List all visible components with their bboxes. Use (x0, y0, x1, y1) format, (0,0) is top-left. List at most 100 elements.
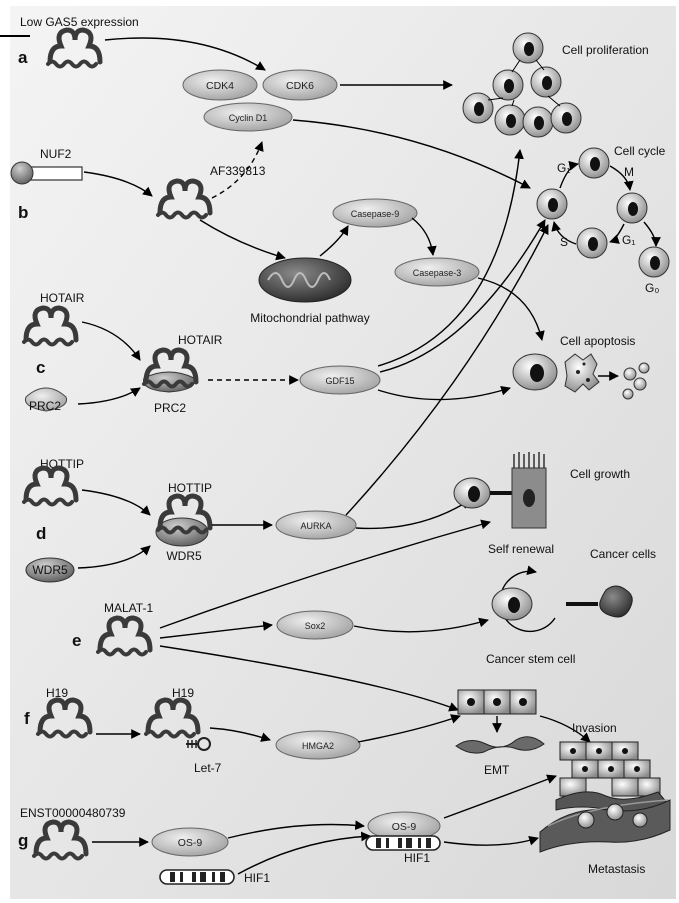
arrow-emt-invasion (539, 715, 591, 743)
casepase3-node: Casepase-3 (394, 257, 480, 287)
arrow-malat1-emt (159, 645, 459, 712)
hotair-complex-label: HOTAIR (178, 333, 223, 347)
cancer-stem-cell-label: Cancer stem cell (486, 652, 575, 666)
arrow-gdf15-cycle (379, 219, 546, 373)
aurka-label: AURKA (300, 521, 331, 531)
self-renewal-label: Self renewal (488, 542, 554, 556)
casepase9-node: Casepase-9 (332, 198, 418, 228)
arrow-hmga2-emt (357, 714, 461, 743)
cyclin-d1-label: Cyclin D1 (229, 113, 268, 123)
enst-label: ENST00000480739 (20, 806, 126, 820)
cell-cycle-label: Cell cycle (614, 144, 666, 158)
arrow-sox2-stem (353, 617, 489, 633)
hif1-left-label: HIF1 (244, 871, 270, 885)
cdk4-node: CDK4 (182, 69, 258, 101)
arrow-cyclin-cycle (292, 119, 531, 189)
mitochondrion-icon (258, 257, 352, 303)
arrow-nuf2-af (83, 171, 153, 197)
hotair-prc2-complex-icon (144, 350, 196, 393)
cell-growth-label: Cell growth (570, 467, 630, 481)
arrow-casp9-casp3 (411, 217, 437, 256)
mitochondrial-pathway-label: Mitochondrial pathway (250, 311, 369, 325)
sox2-label: Sox2 (305, 621, 326, 631)
arrow-os9-complex (227, 820, 365, 839)
hottip-wdr5-complex-icon (155, 496, 210, 547)
af339813-label: AF339813 (210, 164, 266, 178)
metastasis-icon (539, 799, 671, 853)
proliferation-label: Cell proliferation (562, 43, 649, 57)
arrow-gas5-cdk (104, 37, 266, 71)
panel-a-letter: a (18, 48, 28, 67)
panel-d-letter: d (36, 524, 46, 543)
os9-node: OS-9 (151, 827, 229, 857)
panel-b-letter: b (18, 203, 28, 222)
malat1-label: MALAT-1 (104, 601, 153, 615)
hottip-complex-label: HOTTIP (168, 481, 212, 495)
cdk6-node: CDK6 (262, 69, 338, 101)
prc2-protein-icon: PRC2 (24, 387, 68, 413)
cancer-stem-cell-icon (491, 565, 633, 633)
nuf2-protein-icon (10, 161, 83, 185)
s-phase-label: S (560, 235, 568, 249)
prc2-left-label: PRC2 (29, 399, 61, 413)
gdf15-label: GDF15 (325, 376, 354, 386)
gdf15-node: GDF15 (299, 365, 381, 395)
invasion-icon (555, 741, 669, 814)
os9-hif1-complex-icon: OS-9 (365, 811, 441, 851)
invasion-label: Invasion (572, 721, 617, 735)
prc2-complex-label: PRC2 (154, 401, 186, 415)
panel-a-title: Low GAS5 expression (20, 15, 139, 29)
g0-label: G₀ (645, 281, 659, 295)
arrow-mito-casp9 (319, 225, 349, 257)
arrow-prc2-complex (77, 387, 141, 405)
os9-complex-label: OS-9 (392, 821, 417, 833)
hif1-chromosome-left-icon (159, 869, 235, 885)
proliferation-cells-icon (462, 32, 582, 138)
arrow-malat1-growth (159, 519, 491, 629)
apoptosis-cells-icon (512, 353, 650, 400)
arrow-gdf15-apoptosis (377, 385, 511, 401)
cyclin-d1-node: Cyclin D1 (203, 102, 293, 132)
h19-complex-label: H19 (172, 686, 194, 700)
h19-label: H19 (46, 686, 68, 700)
panel-e-letter: e (72, 631, 81, 650)
panel-c-letter: c (36, 358, 45, 377)
cell-growth-icon (453, 452, 547, 529)
cell-cycle-icon (536, 147, 670, 278)
panel-g-letter: g (18, 831, 28, 850)
arrow-af-cyclin (211, 141, 264, 199)
arrow-hif1-complex (237, 831, 371, 875)
wdr5-complex-label: WDR5 (166, 549, 202, 563)
cancer-cells-label: Cancer cells (590, 547, 656, 561)
os9-label: OS-9 (178, 837, 203, 849)
panel-f-letter: f (24, 709, 30, 728)
arrow-complex-metastasis (443, 835, 539, 846)
nuf2-label: NUF2 (40, 147, 72, 161)
let7-label: Let-7 (194, 761, 222, 775)
hif1-complex-label: HIF1 (404, 851, 430, 865)
hmga2-label: HMGA2 (302, 741, 334, 751)
g1-bottom-label: G₁ (622, 233, 635, 247)
emt-label: EMT (484, 763, 510, 777)
hotair-label: HOTAIR (40, 291, 85, 305)
g1-top-label: G₁ (557, 161, 570, 175)
arrow-aurka-growth (355, 499, 471, 530)
arrow-complex-invasion (443, 774, 557, 819)
apoptosis-label: Cell apoptosis (560, 334, 635, 348)
sox2-node: Sox2 (276, 610, 354, 640)
arrow-malat1-sox2 (159, 621, 273, 639)
arrow-h19-hmga2 (209, 727, 271, 742)
hmga2-node: HMGA2 (275, 730, 361, 760)
arrow-gdf15-proliferation (377, 149, 524, 367)
h19-let7-complex-icon (146, 700, 211, 751)
emt-icon (455, 689, 545, 754)
hottip-label: HOTTIP (40, 457, 84, 471)
arrow-casp3-apoptosis (477, 277, 545, 341)
casepase3-label: Casepase-3 (413, 268, 462, 278)
aurka-node: AURKA (275, 510, 357, 540)
cdk4-label: CDK4 (206, 80, 234, 92)
cdk6-label: CDK6 (286, 80, 314, 92)
arrow-wdr5-complex (77, 545, 151, 569)
